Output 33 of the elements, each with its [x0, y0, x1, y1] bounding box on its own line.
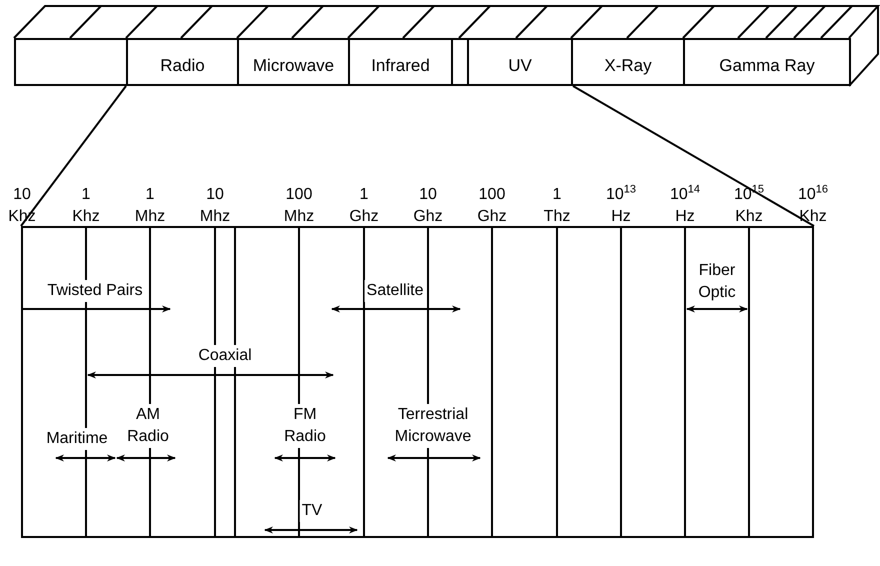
- band-name: Radio: [160, 56, 205, 77]
- spectrum-band: [348, 38, 453, 86]
- spectrum-band: [126, 38, 239, 86]
- spectrum-band: [683, 38, 851, 86]
- frequency-tick-label: 10$^{13}$ Hz: [604, 184, 638, 227]
- frequency-tick-label: 10 Ghz: [412, 185, 444, 227]
- spectrum-band: [14, 38, 128, 86]
- band-name: X-Ray: [604, 56, 652, 77]
- frequency-tick-label: 1 Ghz: [348, 185, 380, 227]
- frequency-tick-label: 10$^{16}$ Khz: [796, 184, 830, 227]
- spectrum-band: [451, 38, 469, 86]
- band-name: Microwave: [252, 56, 334, 77]
- spectrum-band: [237, 38, 350, 86]
- frequency-tick-label: 1 Mhz: [134, 185, 166, 227]
- frequency-tick-label: 100 Ghz: [476, 185, 508, 227]
- expansion-line: [20, 85, 127, 227]
- band-range-label: AM Radio: [125, 404, 171, 448]
- band-range-label: Satellite: [364, 280, 426, 302]
- frequency-tick-label: 10$^{14}$ Hz: [668, 184, 702, 227]
- band-range-label: Coaxial: [196, 345, 254, 367]
- frequency-tick-label: 1 Khz: [71, 185, 101, 227]
- band-range-label: FM Radio: [282, 404, 328, 448]
- spectrum-band: [467, 38, 573, 86]
- frequency-tick-label: 100 Mhz: [282, 185, 316, 227]
- band-range-label: Twisted Pairs: [45, 280, 145, 302]
- spectrum-band: [571, 38, 685, 86]
- band-name: Gamma Ray: [719, 56, 815, 77]
- expansion-line: [572, 85, 814, 227]
- frequency-chart-frame: [21, 226, 814, 538]
- band-name: UV: [508, 56, 532, 77]
- frequency-tick-label: 10 Mhz: [198, 185, 232, 227]
- band-name: Infrared: [371, 56, 430, 77]
- frequency-tick-label: 1 Thz: [542, 185, 572, 227]
